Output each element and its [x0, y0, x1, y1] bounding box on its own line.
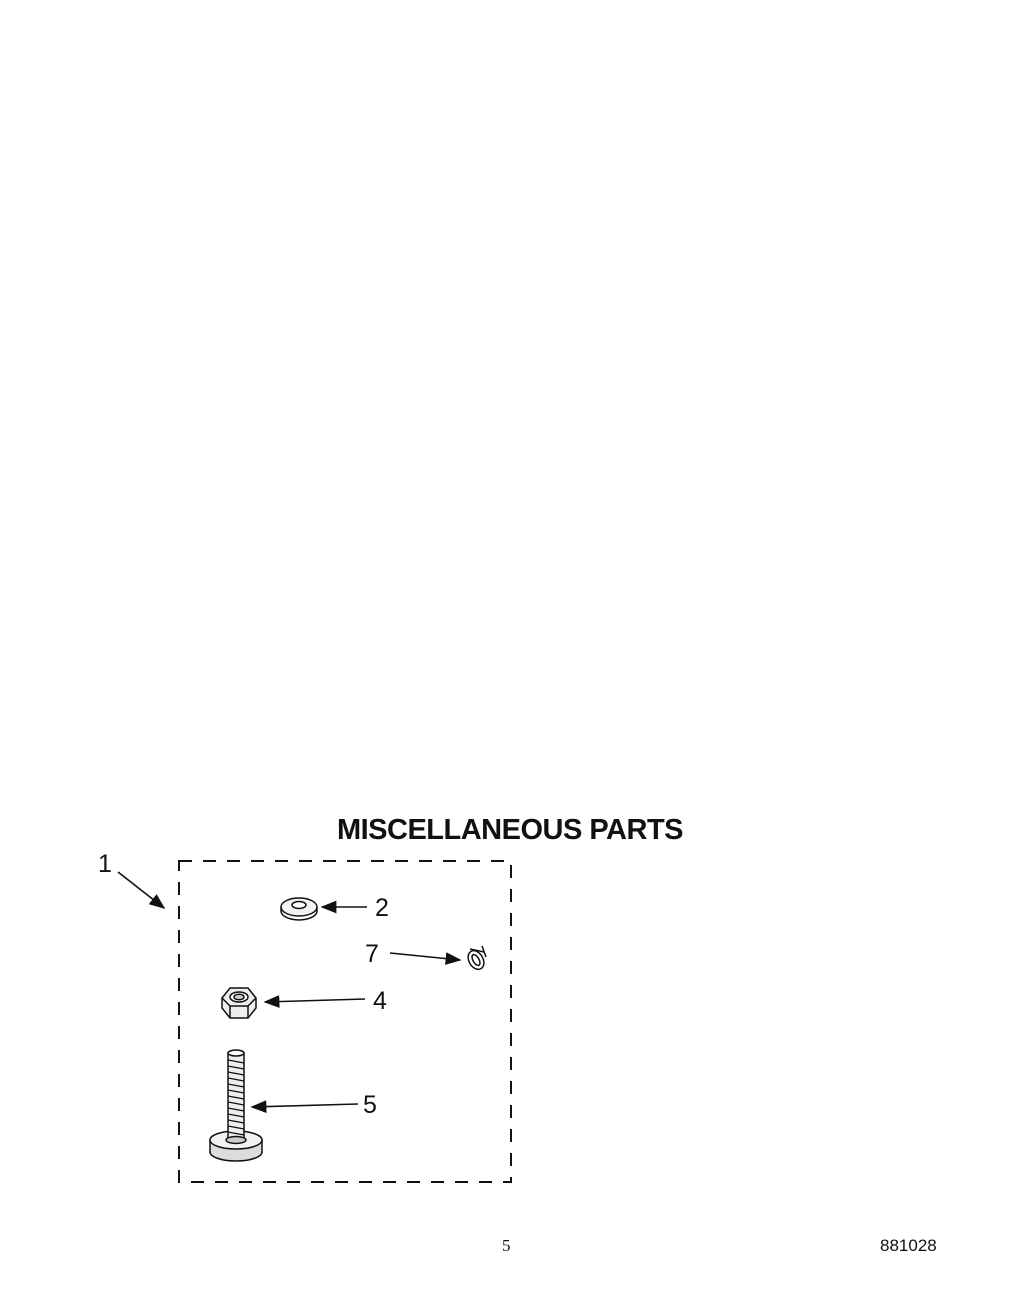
- leader-bolt: [250, 1100, 359, 1113]
- callout-clip: 7: [365, 940, 379, 968]
- bolt-icon: [209, 1049, 263, 1162]
- document-number: 881028: [880, 1236, 937, 1255]
- callout-kit: 1: [98, 850, 112, 878]
- diagram-title: MISCELLANEOUS PARTS: [336, 814, 684, 846]
- washer-icon: [280, 897, 318, 921]
- callout-nut: 4: [373, 987, 387, 1015]
- leader-clip: [389, 952, 462, 965]
- page-number: 5: [502, 1236, 511, 1255]
- spring-clip-icon: [467, 945, 487, 971]
- leader-kit: [117, 871, 166, 909]
- kit-boundary: [178, 860, 512, 1183]
- callout-washer: 2: [375, 894, 389, 922]
- leader-nut: [263, 995, 366, 1008]
- hex-nut-icon: [221, 987, 257, 1019]
- callout-bolt: 5: [363, 1091, 377, 1119]
